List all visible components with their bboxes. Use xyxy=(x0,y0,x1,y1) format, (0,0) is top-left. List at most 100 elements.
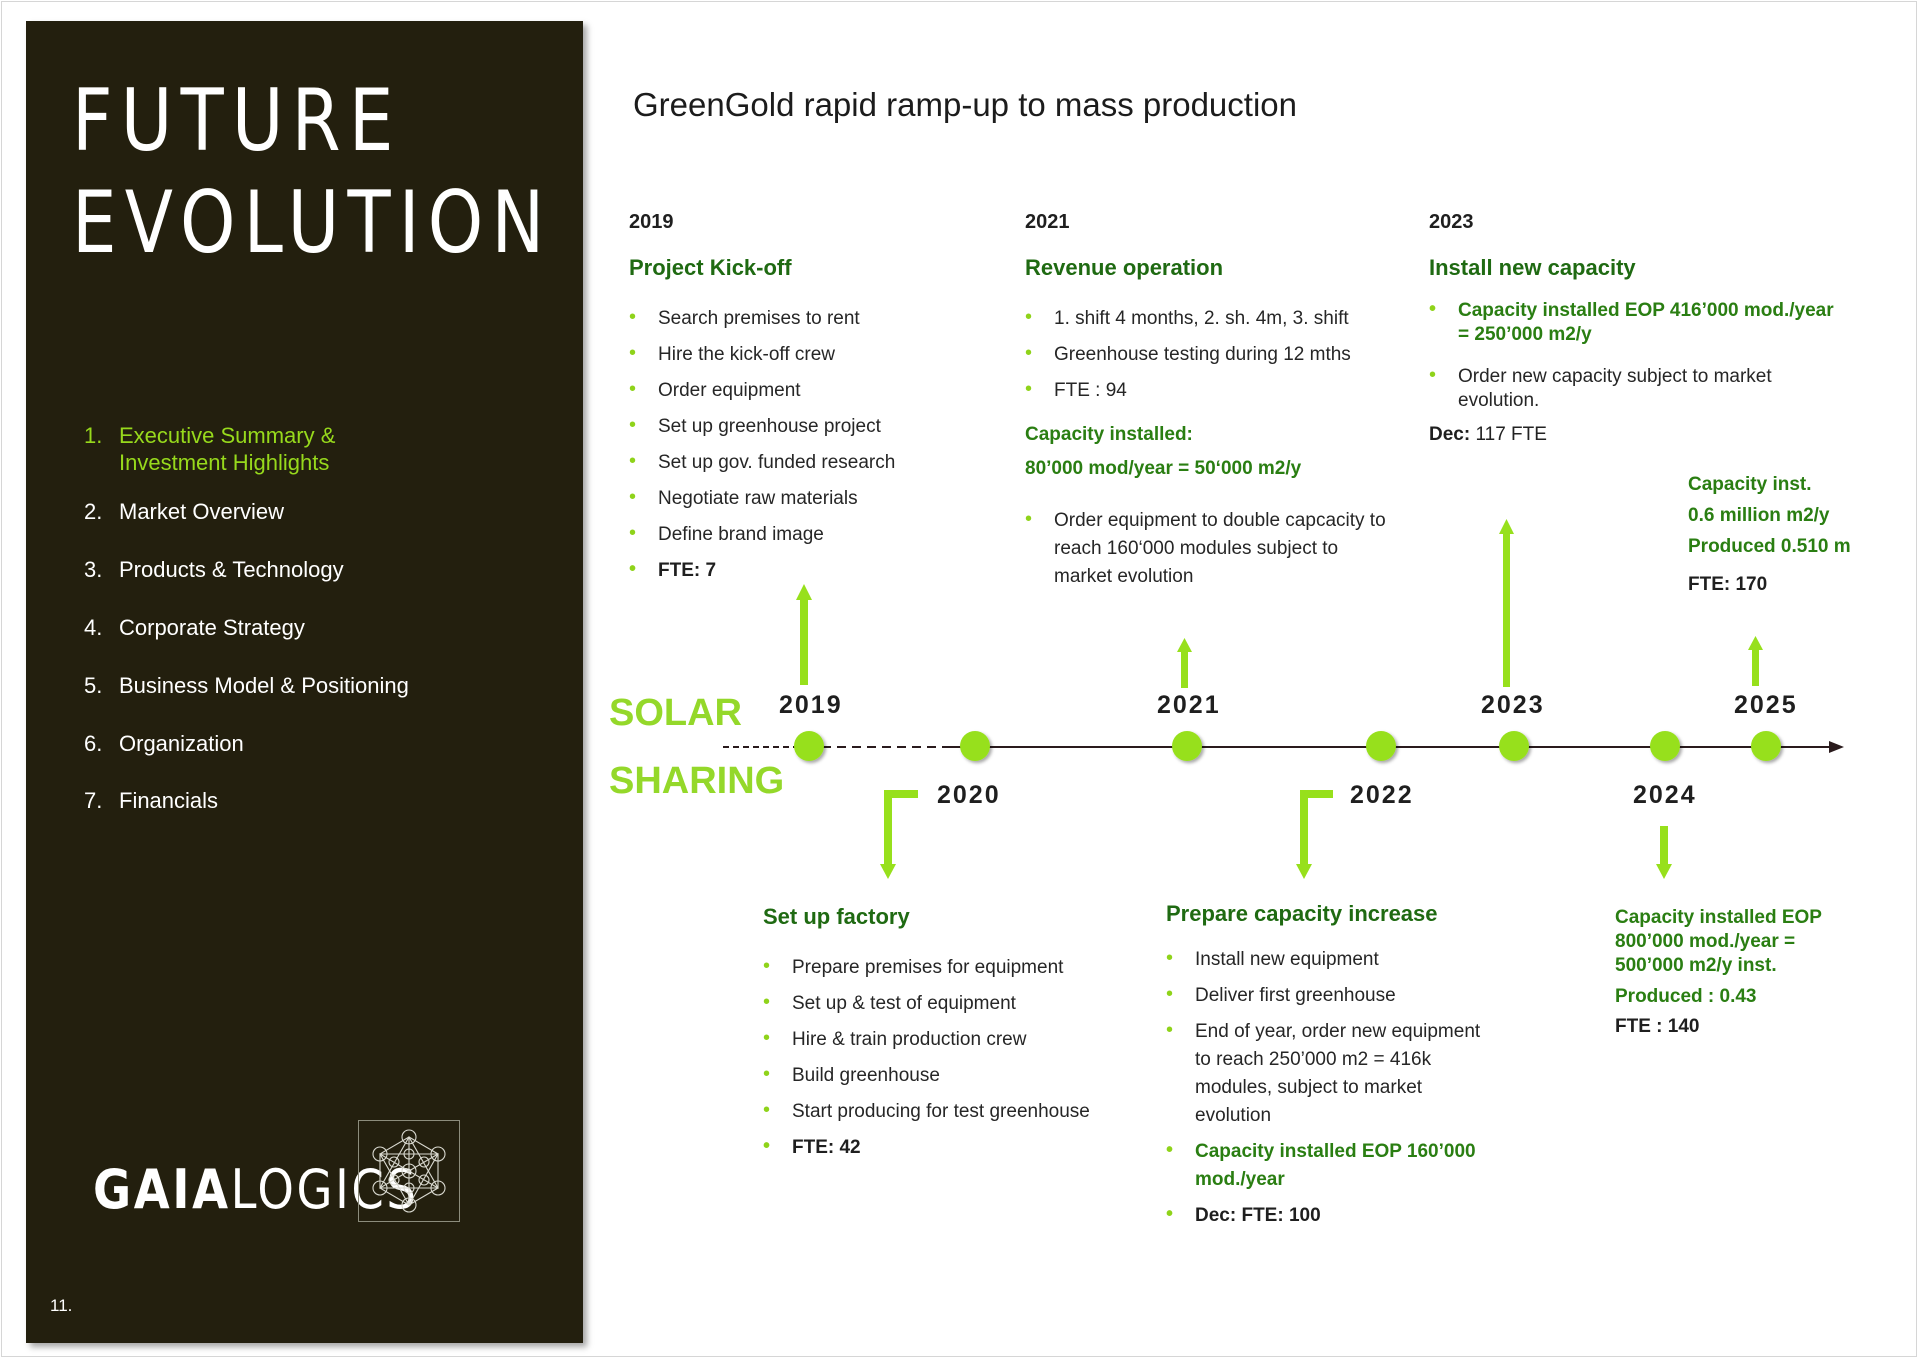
toc-item-number: 1. xyxy=(84,423,103,448)
arrow-head-up-2023 xyxy=(1499,519,1514,534)
y2022-title: Prepare capacity increase xyxy=(1166,901,1438,926)
arrow-elbow-2020-v xyxy=(884,790,892,867)
list-item: FTE: 7 xyxy=(629,551,895,589)
list-item: Deliver first greenhouse xyxy=(1166,980,1496,1010)
arrow-elbow-2020-h xyxy=(884,790,918,798)
list-item: Capacity installed EOP 160’000 mod./year xyxy=(1166,1136,1496,1194)
solar-label: SOLAR xyxy=(609,692,742,734)
list-item: Build greenhouse xyxy=(763,1056,1090,1094)
list-item: Define brand image xyxy=(629,515,895,553)
toc-item-number: 6. xyxy=(84,731,103,756)
toc-item-corporate-strategy[interactable]: 4. Corporate Strategy xyxy=(84,614,409,641)
y2025-line: 0.6 million m2/y xyxy=(1688,505,1830,526)
toc-item-label: Market Overview xyxy=(119,499,285,524)
toc-item-organization[interactable]: 6. Organization xyxy=(84,730,409,757)
y2023-year: 2023 xyxy=(1429,211,1474,233)
arrow-head-up-2019 xyxy=(796,584,812,600)
logo-word-bold: GAIA xyxy=(93,1158,231,1221)
milestone-dot-2020 xyxy=(960,731,990,761)
y2025-line: Produced 0.510 m xyxy=(1688,536,1851,557)
dec-value: 117 FTE xyxy=(1475,424,1547,445)
arrow-up-2021 xyxy=(1181,650,1188,688)
gaialogics-logo: GAIALOGICS xyxy=(93,1163,418,1217)
arrow-elbow-2022-h xyxy=(1300,790,1333,798)
list-item: Order equipment to double capcacity to r… xyxy=(1025,505,1395,591)
y2023-title: Install new capacity xyxy=(1429,255,1636,280)
list-item: Start producing for test greenhouse xyxy=(763,1092,1090,1130)
milestone-dot-2023 xyxy=(1499,731,1529,761)
y2024-produced: Produced : 0.43 xyxy=(1615,986,1757,1007)
list-item: FTE: 42 xyxy=(763,1128,1090,1166)
y2019-title: Project Kick-off xyxy=(629,255,792,280)
y2019-year: 2019 xyxy=(629,211,674,233)
arrow-up-2025 xyxy=(1752,649,1759,686)
milestone-dot-2025 xyxy=(1751,731,1781,761)
logo-word-light: LOGICS xyxy=(230,1158,419,1221)
toc-item-executive-summary[interactable]: 1. Executive Summary & Investment Highlig… xyxy=(84,422,379,476)
dec-label: Dec: xyxy=(1429,424,1471,445)
milestone-dot-2024 xyxy=(1650,731,1680,761)
toc-item-label: Financials xyxy=(119,788,219,813)
arrow-up-2023 xyxy=(1503,532,1510,687)
toc-item-label: Products & Technology xyxy=(119,557,344,582)
y2021-list: 1. shift 4 months, 2. sh. 4m, 3. shift G… xyxy=(1025,299,1351,409)
y2023-list: Capacity installed EOP 416’000 mod./year… xyxy=(1429,297,1849,413)
timeline-year-2024: 2024 xyxy=(1633,781,1697,809)
sharing-label: SHARING xyxy=(609,760,785,802)
toc-item-financials[interactable]: 7. Financials xyxy=(84,787,409,814)
toc-item-number: 7. xyxy=(84,788,103,813)
list-item: Negotiate raw materials xyxy=(629,479,895,517)
toc-item-number: 2. xyxy=(84,499,103,524)
metatron-cube-icon xyxy=(358,1120,460,1222)
y2021-list-2: Order equipment to double capcacity to r… xyxy=(1025,505,1395,591)
toc-item-market-overview[interactable]: 2. Market Overview xyxy=(84,498,409,525)
milestone-dot-2022 xyxy=(1366,731,1396,761)
arrow-head-down-2022 xyxy=(1296,864,1312,879)
list-item: Order equipment xyxy=(629,371,895,409)
milestone-markers xyxy=(794,731,1781,761)
toc-item-number: 4. xyxy=(84,615,103,640)
list-item: Hire the kick-off crew xyxy=(629,335,895,373)
y2025-line: Capacity inst. xyxy=(1688,474,1812,495)
sidebar-title-line2: EVOLUTION xyxy=(72,173,553,273)
timeline-year-2019: 2019 xyxy=(779,691,843,719)
sidebar xyxy=(26,21,583,1343)
y2021-year: 2021 xyxy=(1025,211,1070,233)
list-item: Install new equipment xyxy=(1166,944,1496,974)
toc-item-number: 3. xyxy=(84,557,103,582)
toc-item-products-technology[interactable]: 3. Products & Technology xyxy=(84,556,409,583)
arrow-down-2024 xyxy=(1660,826,1668,867)
toc-item-label: Corporate Strategy xyxy=(119,615,305,640)
y2023-dec-fte: Dec: 117 FTE xyxy=(1429,424,1547,446)
toc-item-business-model[interactable]: 5.Business Model & Positioning xyxy=(84,672,409,699)
list-item: Search premises to rent xyxy=(629,299,895,337)
timeline-arrows xyxy=(796,519,1763,879)
y2021-capacity-value: 80’000 mod/year = 50‘000 m2/y xyxy=(1025,458,1302,479)
arrow-head-up-2021 xyxy=(1177,638,1192,652)
milestone-dot-2019 xyxy=(794,731,824,761)
timeline-year-2020: 2020 xyxy=(937,781,1001,809)
page-number: 11. xyxy=(50,1296,73,1315)
timeline-year-2022: 2022 xyxy=(1350,781,1414,809)
list-item: Hire & train production crew xyxy=(763,1020,1090,1058)
arrow-head-up-2025 xyxy=(1748,636,1763,650)
y2019-list: Search premises to rent Hire the kick-of… xyxy=(629,299,895,589)
y2024-fte: FTE : 140 xyxy=(1615,1016,1700,1037)
list-item: 1. shift 4 months, 2. sh. 4m, 3. shift xyxy=(1025,299,1351,337)
list-item: Set up gov. funded research xyxy=(629,443,895,481)
toc-item-label: Executive Summary & Investment Highlight… xyxy=(119,423,336,475)
list-item: Capacity installed EOP 416’000 mod./year… xyxy=(1429,297,1849,347)
y2025-fte: FTE: 170 xyxy=(1688,574,1768,595)
timeline-year-2023: 2023 xyxy=(1481,691,1545,719)
y2021-capacity-label: Capacity installed: xyxy=(1025,424,1193,445)
slide-title: GreenGold rapid ramp-up to mass producti… xyxy=(633,86,1297,123)
arrow-up-2019 xyxy=(800,596,808,685)
list-item: End of year, order new equipment to reac… xyxy=(1166,1016,1496,1130)
toc-item-label: Organization xyxy=(119,731,244,756)
list-item: Dec: FTE: 100 xyxy=(1166,1200,1496,1230)
y2020-title: Set up factory xyxy=(763,904,910,929)
arrow-head-down-2020 xyxy=(880,864,896,879)
list-item: Order new capacity subject to market evo… xyxy=(1429,363,1849,413)
